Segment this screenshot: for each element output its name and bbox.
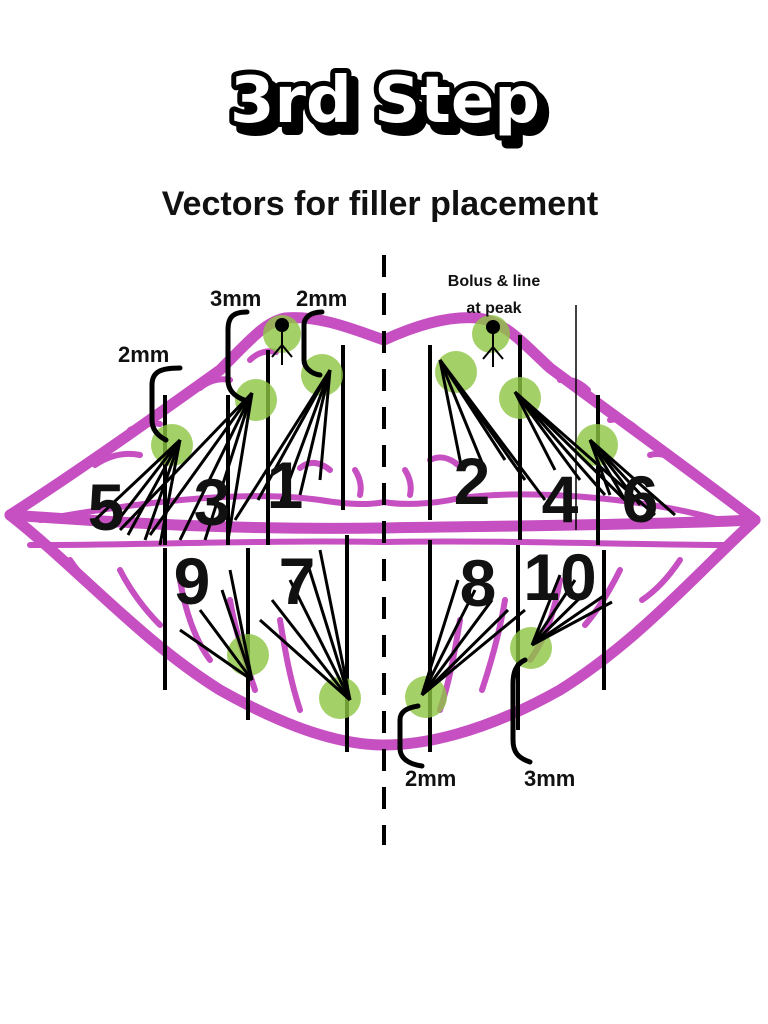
vector-line — [228, 569, 254, 681]
vector-line — [198, 609, 254, 681]
vector-line — [588, 439, 612, 496]
zone-number-8: 8 — [460, 546, 497, 620]
measurement-label: 2mm — [118, 342, 169, 367]
vector-line — [143, 439, 182, 541]
person-marker-icon — [271, 318, 293, 365]
vector-line — [531, 593, 606, 647]
title-group: 3rd Step 3rd Step — [225, 59, 552, 151]
peak-note-line2: at peak — [466, 300, 521, 317]
vector-line — [420, 608, 510, 697]
vector-line — [226, 392, 254, 541]
injection-point-peak-right — [472, 315, 510, 353]
zone-number-4: 4 — [542, 462, 579, 536]
vector-line — [233, 369, 332, 521]
vector-fans — [93, 359, 676, 702]
vector-line — [203, 392, 254, 541]
peak-note-line1: Bolus & line — [448, 273, 541, 290]
measurement-braces — [149, 309, 533, 769]
zone-number-1: 1 — [267, 448, 304, 522]
vector-line — [421, 608, 526, 697]
vector-line — [531, 600, 613, 647]
vector-line — [179, 628, 253, 682]
vector-line — [110, 439, 182, 529]
upper-lip-texture — [92, 348, 683, 498]
vector-line — [278, 369, 332, 506]
vector-line — [298, 369, 332, 496]
fan-zone-10 — [530, 574, 613, 647]
zone-number-3: 3 — [194, 465, 231, 539]
vector-line — [220, 589, 254, 681]
vector-line — [513, 391, 607, 496]
vector-line — [178, 392, 254, 541]
lower-lip-outline — [4, 509, 761, 751]
zone-number-5: 5 — [88, 470, 125, 544]
zone-number-9: 9 — [174, 544, 211, 618]
fan-zone-9 — [179, 569, 254, 682]
vector-line — [118, 391, 254, 532]
vector-line — [420, 589, 477, 696]
vector-line — [530, 574, 562, 646]
vector-line — [259, 618, 351, 702]
fan-zone-6 — [588, 438, 676, 517]
page-title: 3rd Step — [230, 64, 540, 138]
fan-zone-3 — [118, 391, 254, 541]
fan-zone-1 — [233, 369, 332, 521]
vector-line — [438, 359, 464, 471]
vector-line — [93, 438, 182, 522]
title-shadow: 3rd Step — [237, 72, 547, 146]
fan-zone-8 — [420, 579, 526, 697]
measurement-label: 3mm — [210, 286, 261, 311]
zone-number-7: 7 — [279, 544, 316, 618]
vector-line — [530, 586, 592, 647]
vector-line — [158, 439, 182, 546]
vector-line — [438, 359, 547, 501]
vector-line — [148, 392, 254, 536]
vector-line — [513, 391, 557, 471]
measurement-label: 3mm — [524, 766, 575, 791]
vector-line — [588, 438, 657, 512]
vector-line — [126, 439, 182, 536]
vector-line — [270, 599, 352, 701]
page-subtitle: Vectors for filler placement — [162, 185, 599, 223]
vector-line — [438, 359, 487, 471]
zone-numbers: 1 2 3 4 5 6 7 8 9 10 — [88, 444, 659, 620]
lower-inner-line — [27, 538, 733, 548]
injection-point-7 — [319, 677, 361, 719]
measurement-label: 2mm — [296, 286, 347, 311]
fan-zone-7 — [259, 549, 352, 702]
zone-number-10: 10 — [523, 540, 596, 614]
vector-line — [530, 579, 577, 646]
vector-line — [306, 564, 352, 701]
vector-line — [420, 579, 460, 696]
zone-number-6: 6 — [622, 462, 659, 536]
vector-line — [420, 599, 494, 696]
vector-line — [589, 438, 676, 517]
vector-line — [288, 579, 352, 701]
vector-line — [318, 549, 352, 701]
vector-line — [318, 369, 332, 481]
fan-zone-5 — [93, 438, 182, 546]
person-marker-icon — [482, 320, 504, 367]
vector-line — [256, 369, 332, 501]
fan-zone-2 — [438, 359, 547, 501]
measurement-label: 2mm — [405, 766, 456, 791]
zone-number-2: 2 — [454, 444, 491, 518]
